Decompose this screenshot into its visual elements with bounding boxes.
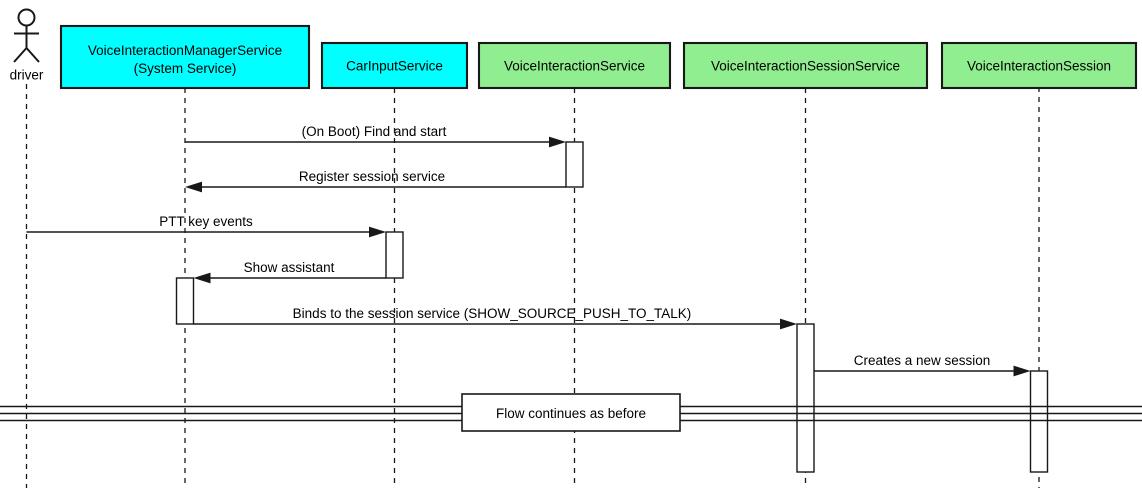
message-binds-to-session-service: Binds to the session service (SHOW_SOURC… — [193, 306, 797, 330]
message-arrowhead — [369, 226, 386, 238]
message-register-session-service: Register session service — [185, 169, 566, 193]
activation-voice-interaction-session-service — [796, 323, 815, 473]
participant-box-voice-interaction-session — [940, 41, 1138, 90]
participant-label-voice-interaction-manager-service: VoiceInteractionManagerService — [88, 43, 282, 58]
participant-label-voice-interaction-session-service: VoiceInteractionSessionService — [711, 59, 900, 74]
activation-car-input-service — [385, 231, 404, 279]
actor-leg-right — [25, 47, 40, 63]
activation-voice-interaction-manager-service — [175, 277, 195, 325]
participants — [59, 24, 1138, 90]
message-arrowhead — [1013, 365, 1031, 377]
message-ptt-key-events: PTT key events — [26, 214, 386, 238]
actor-head — [17, 8, 36, 27]
message-label: Creates a new session — [854, 353, 991, 368]
message-arrowhead — [185, 181, 202, 193]
actor-figure-icon — [13, 8, 40, 63]
message-label: Binds to the session service (SHOW_SOURC… — [293, 306, 692, 321]
message-label: PTT key events — [159, 214, 253, 229]
participant-label-voice-interaction-service: VoiceInteractionService — [504, 59, 645, 74]
message-arrowhead — [780, 318, 797, 330]
participant-sublabel-voice-interaction-manager-service: (System Service) — [134, 61, 237, 76]
participant-box-car-input-service — [320, 41, 469, 90]
actor-label: driver — [10, 68, 44, 83]
participant-box-voice-interaction-service — [477, 41, 672, 90]
activation-bars — [175, 141, 1049, 473]
participant-label-voice-interaction-session: VoiceInteractionSession — [967, 59, 1111, 74]
activation-voice-interaction-session — [1029, 370, 1049, 473]
participant-labels: VoiceInteractionManagerService (System S… — [88, 43, 1111, 76]
message-arrowhead — [193, 272, 211, 284]
actor-leg-left — [13, 47, 28, 63]
message-on-boot-find-and-start: (On Boot) Find and start — [185, 124, 566, 148]
divider-label: Flow continues as before — [496, 406, 646, 421]
message-creates-a-new-session: Creates a new session — [814, 353, 1031, 377]
message-label: (On Boot) Find and start — [302, 124, 447, 139]
participant-label-car-input-service: CarInputService — [346, 59, 443, 74]
message-label: Register session service — [299, 169, 445, 184]
participant-box-voice-interaction-session-service — [682, 41, 929, 90]
divider: Flow continues as before — [461, 393, 681, 432]
actor-driver: driver — [10, 8, 44, 83]
message-label: Show assistant — [244, 260, 335, 275]
message-show-assistant: Show assistant — [193, 260, 386, 284]
message-arrowhead — [549, 136, 566, 148]
divider-box — [461, 393, 681, 432]
activation-voice-interaction-service — [565, 141, 584, 188]
messages: (On Boot) Find and start Register sessio… — [26, 124, 1031, 377]
participant-box-voice-interaction-manager-service — [59, 24, 311, 90]
